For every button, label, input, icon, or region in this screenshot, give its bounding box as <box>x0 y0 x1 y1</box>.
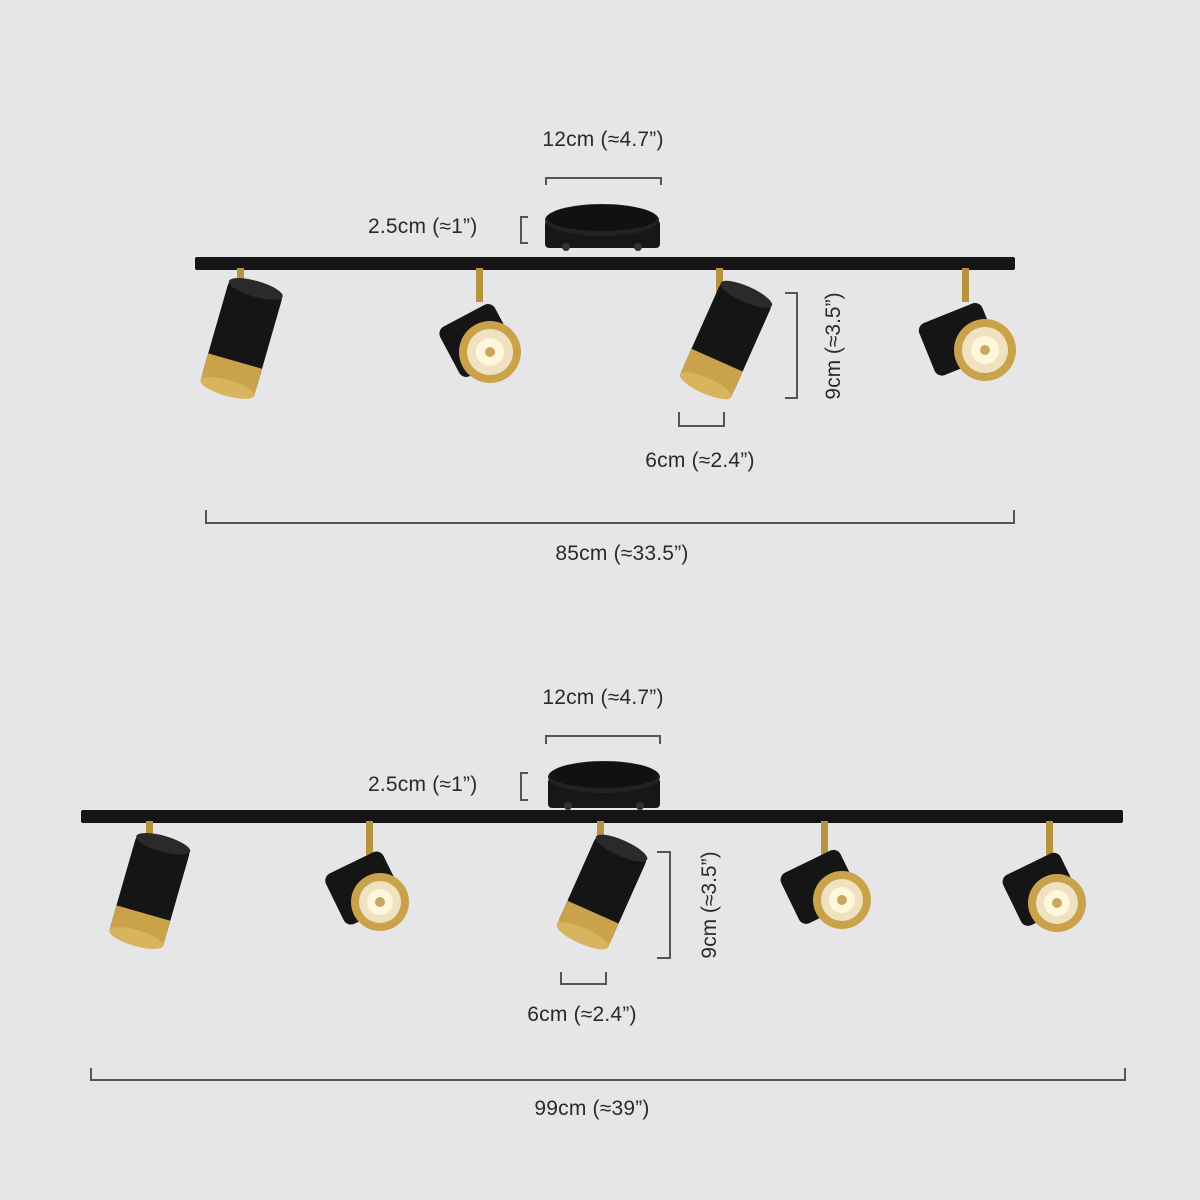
spotlight-4 <box>780 821 871 929</box>
spotlight-3 <box>556 821 648 950</box>
dimension-lines <box>90 735 1126 1081</box>
canopy-height-label: 2.5cm (≈1”) <box>368 773 478 796</box>
total-length-dimension <box>205 510 1015 524</box>
spot-height-dimension <box>785 292 798 399</box>
canopy-width-label: 12cm (≈4.7”) <box>542 686 664 709</box>
fixture-drawing-4-light <box>195 177 1016 524</box>
spotlight-2 <box>325 821 409 931</box>
rail <box>195 257 1015 270</box>
spotlight-3 <box>679 268 773 400</box>
canopy-height-dimension <box>520 772 528 801</box>
spotlight-1 <box>109 821 191 949</box>
rail <box>81 810 1123 823</box>
canopy <box>548 761 660 810</box>
spotlight-4 <box>918 268 1016 381</box>
total-length-dimension <box>90 1068 1126 1081</box>
spotlight-1 <box>200 268 283 399</box>
canopy-width-dimension <box>545 735 661 744</box>
canopy-height-label: 2.5cm (≈1”) <box>368 215 478 238</box>
spotlight-2 <box>439 268 521 383</box>
spot-height-dimension <box>657 851 671 959</box>
canopy-height-dimension <box>520 216 528 244</box>
total-length-label: 85cm (≈33.5”) <box>555 542 689 565</box>
canopy-width-dimension <box>545 177 662 185</box>
canopy-width-label: 12cm (≈4.7”) <box>542 128 664 151</box>
spot-diameter-label: 6cm (≈2.4”) <box>645 449 755 472</box>
total-length-label: 99cm (≈39”) <box>534 1097 650 1120</box>
spot-diameter-dimension <box>560 972 607 985</box>
spot-diameter-label: 6cm (≈2.4”) <box>527 1003 637 1026</box>
spot-diameter-dimension <box>678 412 725 427</box>
canopy <box>545 204 660 251</box>
spotlight-5 <box>1002 821 1086 932</box>
dimension-lines <box>205 177 1015 524</box>
